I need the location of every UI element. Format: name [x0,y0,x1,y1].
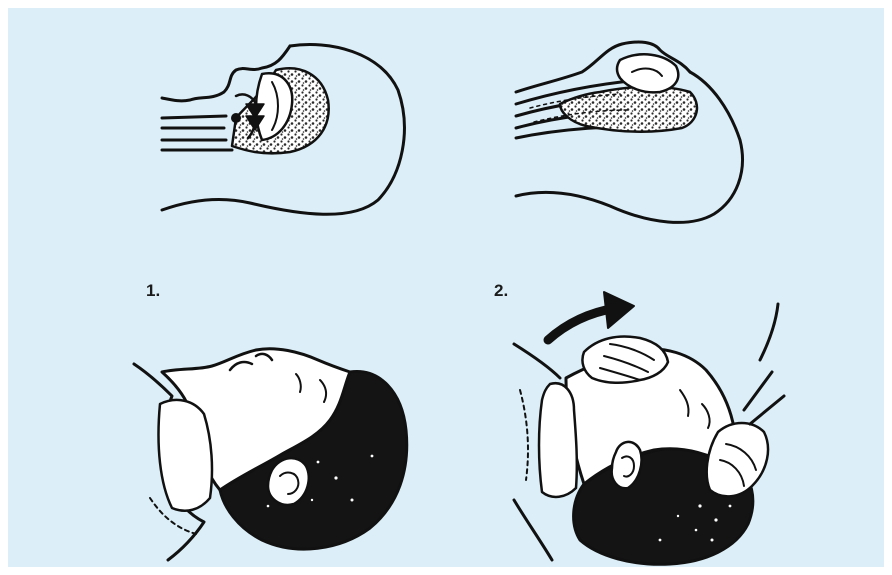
head-tilted-back [514,292,784,564]
step-label-2: 2. [494,281,508,301]
ear [268,458,309,505]
airway-blocked-cross-section [162,45,404,215]
step-label-1: 1. [146,281,160,301]
head-lying-flat [134,349,407,560]
airway-open-cross-section [516,42,742,222]
throat-tissue-open [560,87,697,132]
collar-tilted [514,344,560,378]
rescuer-hand-chin [707,423,768,496]
